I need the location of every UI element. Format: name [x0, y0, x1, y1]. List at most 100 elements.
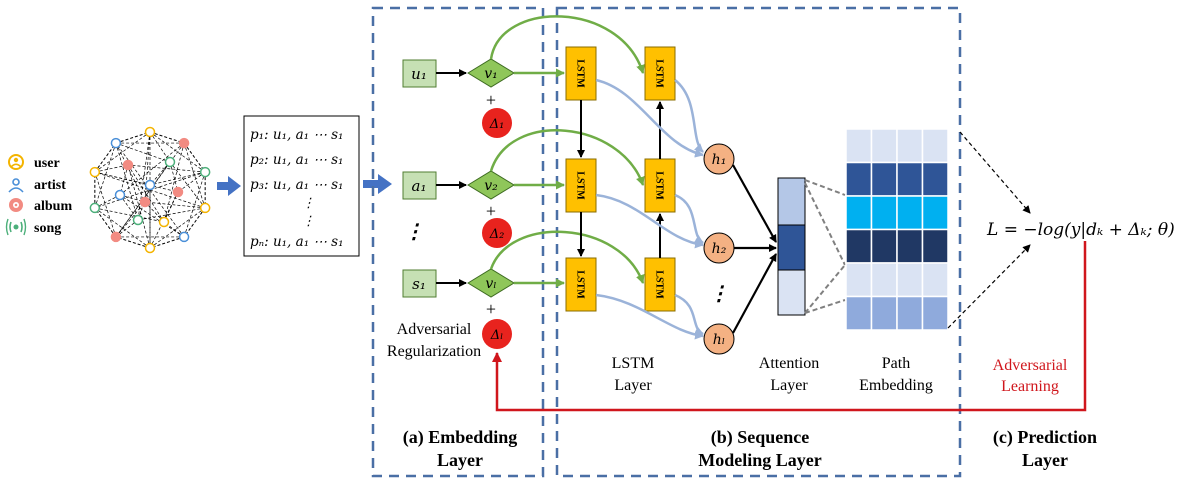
path-dots-2: ⋮ — [302, 214, 315, 229]
user-node-icon — [144, 126, 156, 138]
path-2: p₂: u₁, a₁ ⋯ s₁ — [250, 152, 343, 168]
path-embedding-cell — [845, 161, 873, 197]
delta2-label: Δ₂ — [489, 227, 505, 242]
h1-node — [703, 143, 735, 175]
lstm-cell-fwd-2 — [565, 158, 597, 213]
hidden-states: h₁ h₂ hₗ ⋮ — [703, 143, 735, 355]
path-embedding-cell — [870, 195, 898, 231]
path-embedding-cell — [921, 195, 949, 231]
lstm-cell-fwd-1-label: LSTM — [575, 59, 586, 88]
legend-artist-label: artist — [34, 178, 66, 193]
sequence-layer-box — [555, 6, 962, 478]
embedding-layer: u₁ a₁ s₁ ⋮ v₁ v₂ vₗ + + + Δ₁ Δ₂ Δₗ Adver… — [387, 58, 515, 360]
path-embedding-cell — [896, 195, 924, 231]
path-3: p₃: u₁, a₁ ⋯ s₁ — [250, 177, 343, 193]
a1-label: a₁ — [412, 177, 427, 195]
v1-label: v₁ — [484, 66, 498, 82]
attention-cell-2 — [777, 224, 806, 271]
song-node-icon — [132, 214, 144, 226]
delta1-label: Δ₁ — [489, 117, 505, 132]
embedding-layer-box — [371, 6, 545, 478]
lstm-cell-bwd-l — [644, 257, 676, 312]
embedding-to-loss-bottom — [947, 244, 1031, 329]
section-b-title-line2: Modeling Layer — [698, 450, 822, 470]
path-embedding-cell — [921, 262, 949, 298]
path-embedding-cell — [921, 161, 949, 197]
legend-song-label: song — [34, 221, 61, 236]
s1-label: s₁ — [412, 275, 426, 293]
attention-to-embedding-links — [804, 179, 846, 314]
path-list: p₁: u₁, a₁ ⋯ s₁ p₂: u₁, a₁ ⋯ s₁ p₃: u₁, … — [243, 115, 360, 257]
delta1-node — [482, 108, 512, 138]
path-n: pₙ: u₁, a₁ ⋯ s₁ — [250, 234, 344, 250]
section-a-title-line2: Layer — [437, 450, 483, 470]
artist-node-icon — [178, 231, 190, 243]
user-icon — [8, 154, 24, 170]
v2-label: v₂ — [484, 178, 498, 194]
lstm-cell-fwd-1 — [565, 46, 597, 101]
input-vdots: ⋮ — [404, 219, 424, 243]
path-embedding-cell — [896, 295, 924, 331]
attention-label-line2: Layer — [770, 377, 808, 394]
path-embedding-cell — [921, 295, 949, 331]
lstm-layer-label-line1: LSTM — [612, 355, 655, 372]
u1-label: u₁ — [411, 65, 427, 83]
embedding-to-lstm-links — [489, 15, 645, 288]
album-node-icon — [178, 137, 190, 149]
user-node-icon — [144, 242, 156, 254]
user-node-icon — [89, 166, 101, 178]
album-node-icon — [122, 159, 134, 171]
embedding-to-loss-top — [959, 131, 1031, 214]
path-embedding-cell — [845, 295, 873, 331]
lstm-cell-bwd-2 — [644, 158, 676, 213]
artist-node-icon — [144, 179, 156, 191]
user-node-icon — [199, 202, 211, 214]
deltal-label: Δₗ — [490, 328, 504, 343]
artist-icon — [8, 178, 24, 193]
path-embedding-cell — [870, 128, 898, 164]
h1-label: h₁ — [712, 152, 727, 168]
plus-1: + — [486, 90, 496, 110]
lstm-cell-bwd-1 — [644, 46, 676, 101]
paths-to-embedding-arrow — [363, 174, 392, 194]
graph-to-paths-arrow — [217, 176, 241, 196]
adv-regularization-line1: Adversarial — [397, 321, 472, 338]
path-embedding-cell — [870, 295, 898, 331]
album-node-icon — [139, 196, 151, 208]
album-icon — [9, 198, 23, 212]
path-embedding-cell — [845, 262, 873, 298]
legend: user artist album song — [5, 154, 72, 236]
path-embedding-label-line1: Path — [882, 355, 910, 372]
adv-learning-line1: Adversarial — [993, 357, 1068, 374]
lstm-layer: LSTM LSTM LSTM LSTM LSTM LSTM LSTM Layer — [565, 46, 676, 394]
lstm-cell-fwd-l-label: LSTM — [575, 270, 586, 299]
section-a-title-line1: (a) Embedding — [403, 427, 518, 448]
h2-label: h₂ — [712, 241, 727, 257]
path-embedding-cell — [870, 262, 898, 298]
path-embedding-cell — [870, 161, 898, 197]
lstm-cell-fwd-l — [565, 257, 597, 312]
path-list-box — [243, 115, 360, 257]
a1-node — [402, 171, 437, 200]
path-embedding-cell — [896, 262, 924, 298]
attention-label-line1: Attention — [759, 355, 819, 372]
path-embedding-cell — [921, 128, 949, 164]
lstm-to-hidden-links — [595, 78, 704, 340]
hidden-to-attention-links — [732, 164, 777, 334]
song-icon — [5, 218, 27, 236]
album-node-icon — [172, 186, 184, 198]
path-embedding-cell — [896, 161, 924, 197]
artist-node-icon — [114, 189, 126, 201]
plus-2: + — [486, 201, 496, 221]
loss-formula: L = −log(y|dₖ + Δₖ; θ) — [986, 220, 1175, 240]
hidden-vdots: ⋮ — [709, 281, 729, 305]
path-dots-1: ⋮ — [302, 196, 315, 211]
path-embedding-cell — [845, 128, 873, 164]
path-embedding-cell — [921, 228, 949, 264]
deltal-node — [482, 319, 512, 349]
album-node-icon — [110, 231, 122, 243]
lstm-cell-bwd-2-label: LSTM — [654, 171, 665, 200]
lstm-cell-bwd-l-label: LSTM — [654, 270, 665, 299]
attention-layer: Attention Layer — [759, 177, 819, 394]
